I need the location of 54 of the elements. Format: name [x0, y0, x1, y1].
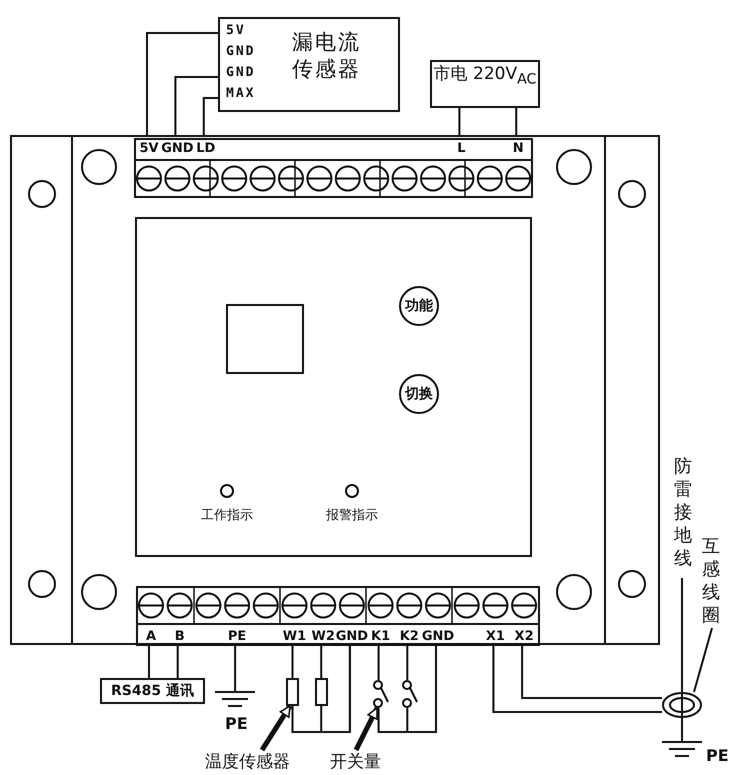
terminal-label: X1 [484, 629, 506, 644]
wire [146, 32, 218, 137]
wire [202, 97, 218, 137]
pin-label: GND [226, 65, 256, 80]
terminal-label: X2 [514, 629, 535, 644]
terminal-label: B [174, 629, 186, 644]
resistor-symbol [315, 678, 328, 706]
wire [406, 645, 408, 680]
wire [176, 645, 179, 678]
terminal-label: L [456, 141, 467, 156]
pin-label: MAX [226, 86, 256, 101]
pin-label: GND [226, 44, 256, 59]
wire [148, 645, 150, 678]
wire [492, 645, 662, 713]
terminal-label: GND [160, 141, 195, 156]
front-panel [135, 217, 532, 557]
wire [521, 645, 662, 699]
vertical-label: 互感线圈 [700, 535, 722, 628]
wire [458, 108, 460, 137]
sensor-box [218, 17, 400, 112]
wire [515, 108, 518, 137]
push-button: 切换 [399, 374, 439, 414]
display-screen [226, 304, 304, 374]
wire [693, 628, 713, 692]
wire [292, 645, 294, 678]
terminal-label: GND [334, 629, 370, 644]
sensor-caption: 开关量 [330, 750, 402, 772]
sensor-title: 漏电流传感器 [292, 29, 362, 83]
hollow-arrow [260, 704, 292, 752]
wire [406, 645, 437, 733]
wire [320, 645, 322, 678]
controller-housing [10, 135, 660, 645]
terminal-label: PE [226, 629, 248, 644]
wire [174, 76, 218, 137]
interface-box: RS485 通讯 [100, 678, 205, 704]
ground-label: PE [225, 714, 248, 733]
indicator-label: 工作指示 [200, 507, 254, 524]
sensor-caption: 温度传感器 [205, 750, 313, 772]
wire [681, 718, 683, 740]
wire [681, 578, 683, 692]
terminal-label: N [512, 141, 525, 156]
terminal-label: A [144, 629, 158, 644]
wire [378, 645, 380, 680]
terminal-label: GND [420, 629, 456, 644]
resistor-symbol [286, 678, 299, 706]
mains-supply-box: 市电 220V$_{AC}$ [430, 60, 540, 108]
terminal-label: W1 [282, 629, 308, 644]
pin-label: 5V [226, 23, 246, 38]
push-button: 功能 [399, 286, 439, 326]
indicator-label: 报警指示 [325, 507, 379, 524]
wire [320, 645, 351, 733]
ground-label: PE [706, 746, 729, 765]
wire [234, 645, 236, 690]
hollow-arrow [354, 706, 380, 752]
